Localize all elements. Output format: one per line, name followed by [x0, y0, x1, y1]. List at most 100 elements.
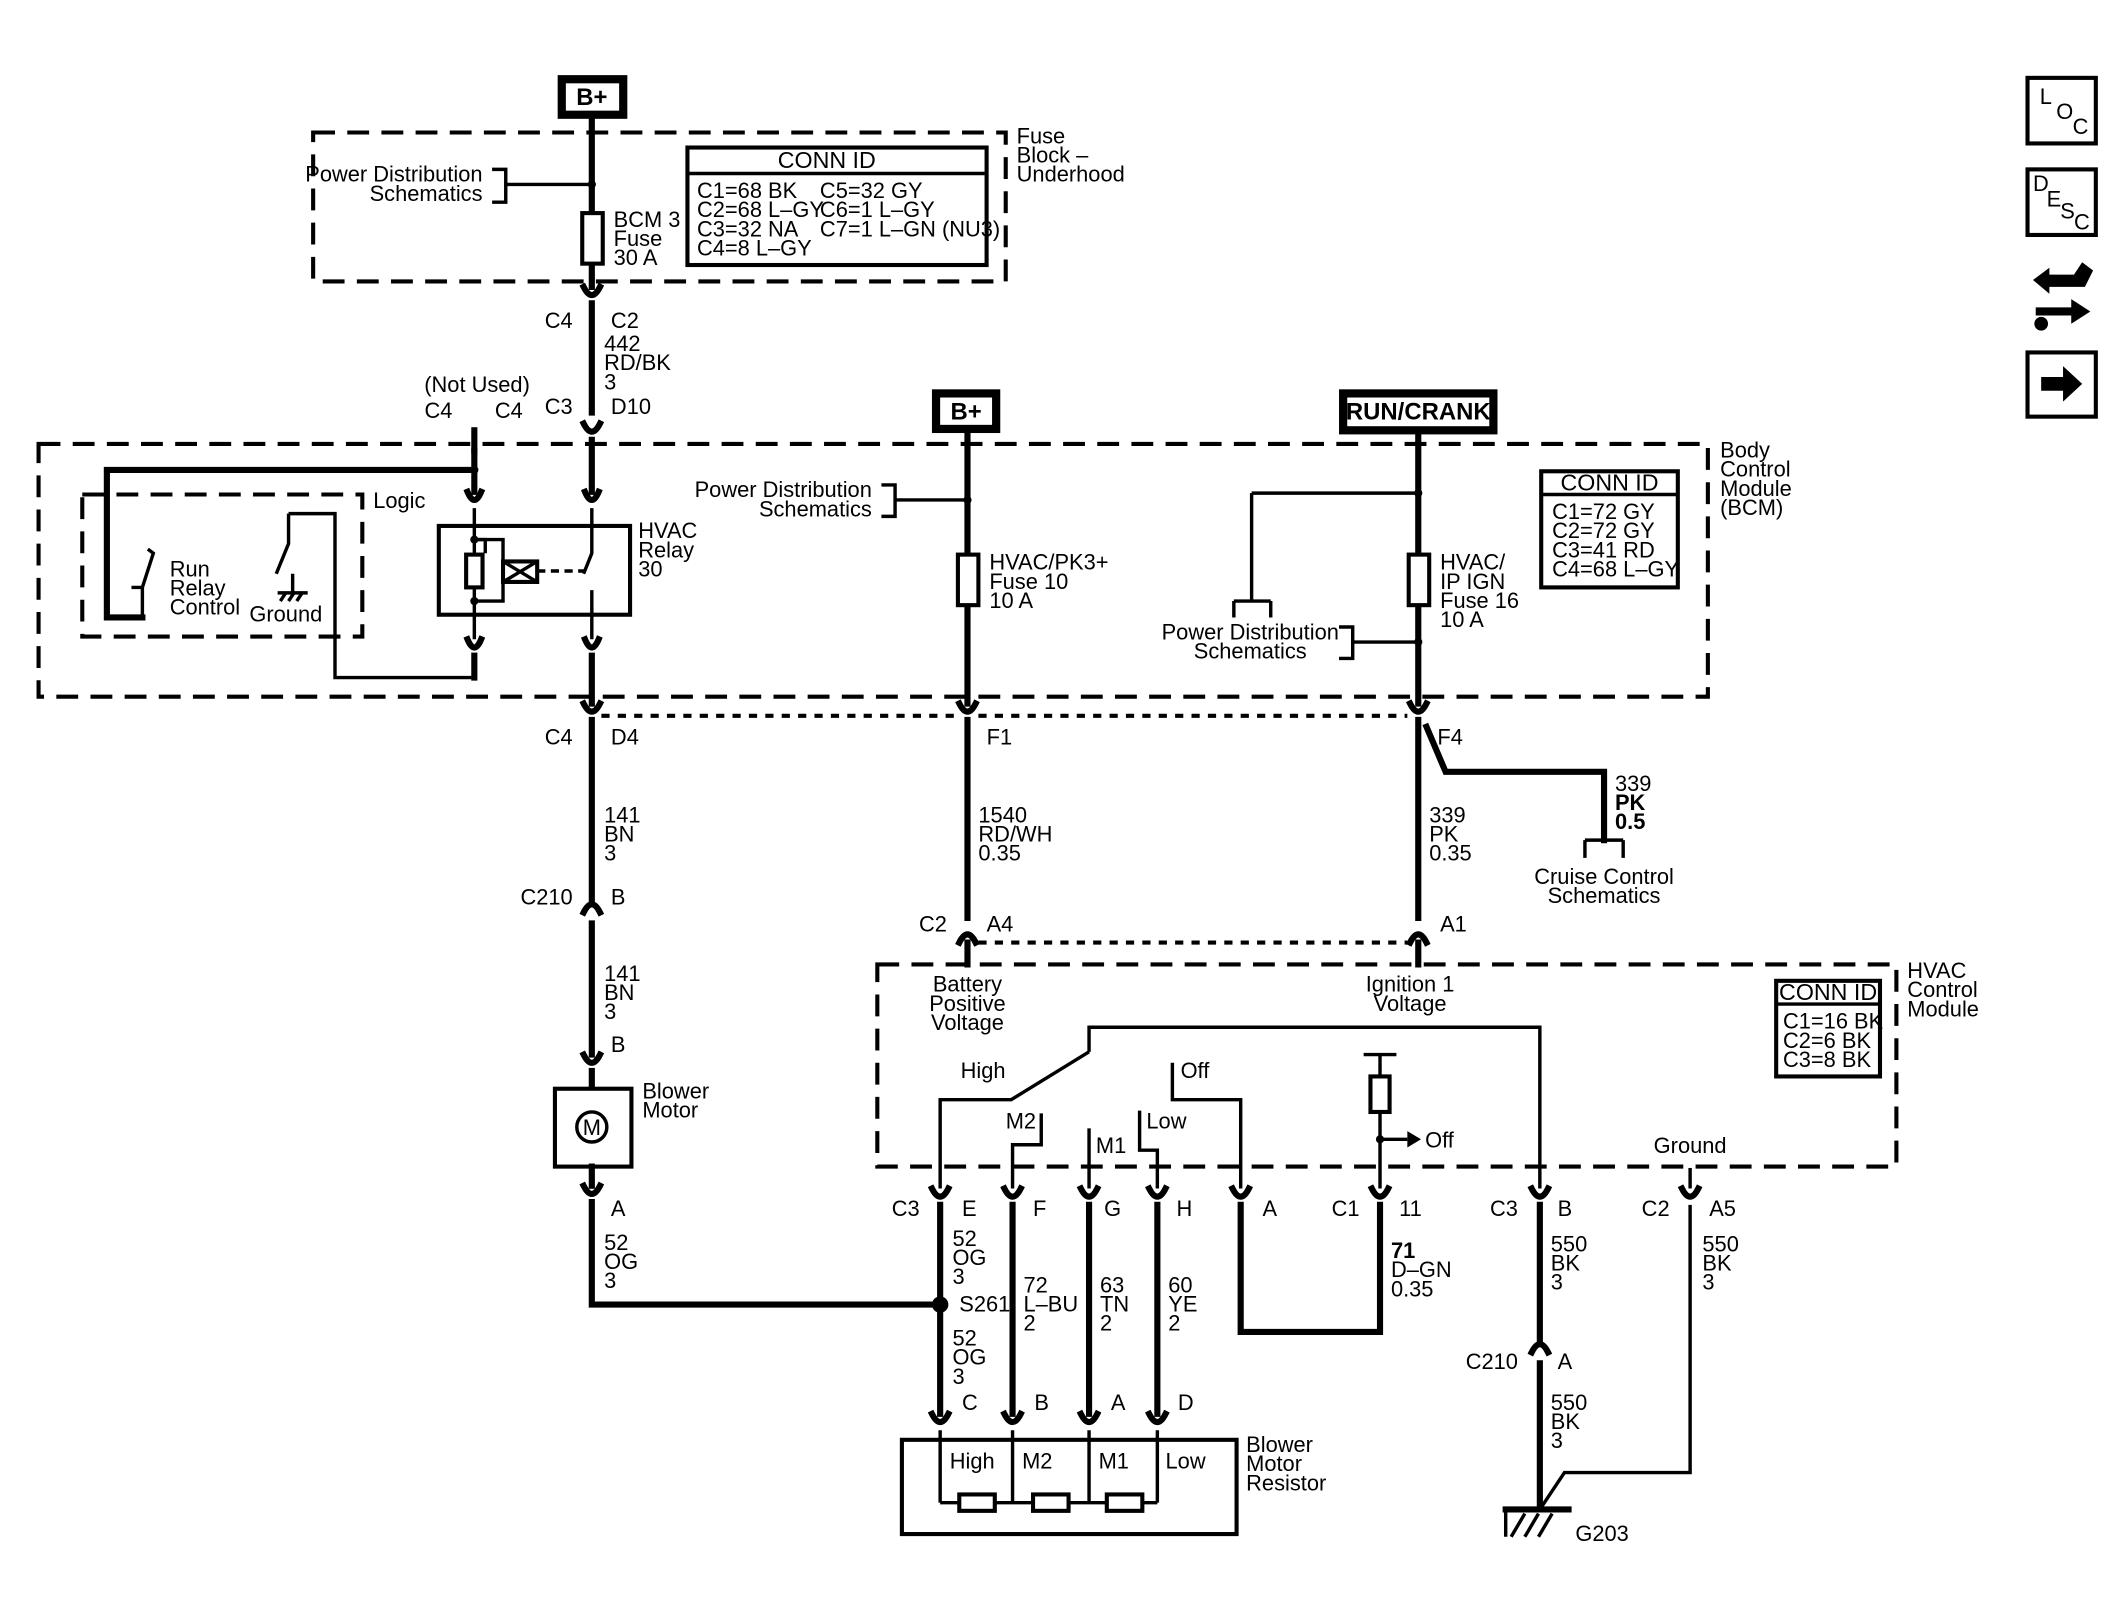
loc-c: C: [2073, 114, 2089, 139]
conn-c210-a: C210: [1466, 1349, 1518, 1374]
resistor-high: High: [950, 1448, 995, 1473]
conn-c3-e: C3: [892, 1196, 920, 1221]
wire-52e-1: 52: [952, 1226, 976, 1251]
power-dist-top-1: Power Distribution: [305, 162, 482, 187]
fuse-bcm3: [580, 211, 605, 266]
next-arrow-button[interactable]: [2025, 350, 2098, 419]
wire-442-3: 3: [604, 369, 616, 394]
conn-c1-11: C1: [1332, 1196, 1360, 1221]
resistor-label-2: Motor: [1246, 1451, 1302, 1476]
bracket-power-dist-4: [1339, 625, 1419, 661]
desc-e: E: [2047, 186, 2062, 211]
ground-g203-label: G203: [1575, 1521, 1628, 1546]
fuse-conn-left-1: C1=68 BK: [697, 178, 798, 203]
desc-d: D: [2033, 171, 2049, 196]
connector-d10: [579, 419, 605, 435]
repair-tools-icon[interactable]: [2032, 262, 2094, 331]
fuse-conn-right-2: C6=1 L–GY: [820, 197, 935, 222]
loc-o: O: [2056, 99, 2073, 124]
ground-g203-icon: [1503, 1509, 1554, 1538]
wire-52m-2: OG: [604, 1249, 638, 1274]
power-dist-top-2: Schematics: [370, 181, 483, 206]
fuse-block-title-3: Underhood: [1017, 162, 1125, 187]
wire-ground-switch: [274, 511, 475, 680]
wire-52c-3: 3: [952, 1364, 964, 1389]
resistor-label-3: Resistor: [1246, 1470, 1326, 1495]
bcm-title-1: Body: [1720, 438, 1770, 463]
hvac-conn-1: C1=16 BK: [1783, 1009, 1884, 1034]
conn-c4-top: C4: [545, 308, 573, 333]
resistor-1: [957, 1492, 997, 1513]
wire-72-2: L–BU: [1023, 1291, 1078, 1316]
conn-f1: F1: [987, 724, 1013, 749]
desc-button[interactable]: D E S C: [2025, 167, 2098, 238]
conn-a1: A1: [1440, 912, 1467, 937]
conn-r-b: B: [1034, 1390, 1049, 1415]
fuse-block-title-2: Block –: [1017, 143, 1089, 168]
conn-f4: F4: [1437, 724, 1463, 749]
hvac-module-outline: [875, 962, 1899, 1169]
hvac-title-2: Control: [1907, 977, 1977, 1002]
wire-339b-2: PK: [1615, 790, 1646, 815]
wire-141b-2: BN: [604, 980, 634, 1005]
conn-b-1: B: [611, 884, 626, 909]
resistor-2: [1030, 1492, 1071, 1513]
fuse-block-conn-id: [685, 145, 989, 268]
wire-339a-2: PK: [1429, 821, 1459, 846]
battery-1: Battery: [933, 972, 1002, 997]
wire-550c-1: 550: [1551, 1390, 1587, 1415]
wire-550c-2: BK: [1551, 1409, 1581, 1434]
hvac-conn-2: C2=6 BK: [1783, 1028, 1871, 1053]
cruise-stub: [1583, 838, 1625, 858]
resistor-internal: [938, 1430, 1160, 1505]
conn-r-c: C: [962, 1390, 978, 1415]
wire-60-1: 60: [1168, 1272, 1192, 1297]
conn-c3-d10: C3: [545, 394, 573, 419]
fuse-block-outline: [311, 130, 1008, 284]
resistor-m2: M2: [1022, 1448, 1052, 1473]
hvac-ground: Ground: [1654, 1133, 1727, 1158]
wire-52m-3: 3: [604, 1268, 616, 1293]
sw-high: High: [961, 1058, 1006, 1083]
connector-c210-b: [579, 901, 605, 917]
fuse-conn-left-3: C3=32 NA: [697, 216, 799, 241]
relay-label-2: Relay: [638, 537, 694, 562]
conn-a-motor: A: [611, 1196, 626, 1221]
wire-339a-1: 339: [1429, 802, 1465, 827]
wire-141b-3: 3: [604, 999, 616, 1024]
conn-h: H: [1176, 1196, 1192, 1221]
bracket-power-dist-1: [492, 167, 508, 204]
fuse-ipign: [1406, 552, 1432, 608]
connector-c210-a: [1527, 1341, 1553, 1357]
conn-a-off: A: [1263, 1196, 1278, 1221]
conn-g: G: [1104, 1196, 1121, 1221]
wire-71-3: 0.35: [1391, 1276, 1434, 1301]
motor-m: M: [583, 1115, 601, 1140]
relay-coil-connectors: [463, 487, 486, 651]
wire-141a-3: 3: [604, 841, 616, 866]
hvac-conn-3: C3=8 BK: [1783, 1047, 1871, 1072]
cruise-2: Schematics: [1548, 883, 1661, 908]
splice-s261-label: S261: [959, 1291, 1010, 1316]
fuse-block-title-1: Fuse: [1017, 123, 1066, 148]
desc-c: C: [2074, 209, 2090, 234]
wire-power-dist-3: [1232, 491, 1419, 618]
wire-1540-2: RD/WH: [978, 821, 1052, 846]
fuse-conn-title: CONN ID: [778, 147, 876, 173]
fuse-conn-left-4: C4=8 L–GY: [697, 235, 812, 260]
wire-71: [1237, 1201, 1384, 1335]
hvac-conn-title: CONN ID: [1779, 979, 1877, 1005]
bcm-title-4: (BCM): [1720, 495, 1783, 520]
off-arrow-icon: [1407, 1131, 1422, 1148]
blower-motor-1: Blower: [642, 1078, 709, 1103]
fuse-conn-right-3: C7=1 L–GN (NU3): [820, 216, 1000, 241]
bcm-title-2: Control: [1720, 457, 1790, 482]
fuse-ipign-4: 10 A: [1440, 607, 1484, 632]
loc-button[interactable]: L O C: [2025, 75, 2098, 146]
sw-m2: M2: [1006, 1108, 1036, 1133]
wire-339-cruise: [1422, 722, 1608, 844]
pullup-11: [1363, 1052, 1397, 1189]
switch-m2: [1010, 1113, 1043, 1189]
bcm-conn-4: C4=68 L–GY: [1552, 556, 1679, 581]
bcm-conn-title: CONN ID: [1560, 469, 1658, 495]
